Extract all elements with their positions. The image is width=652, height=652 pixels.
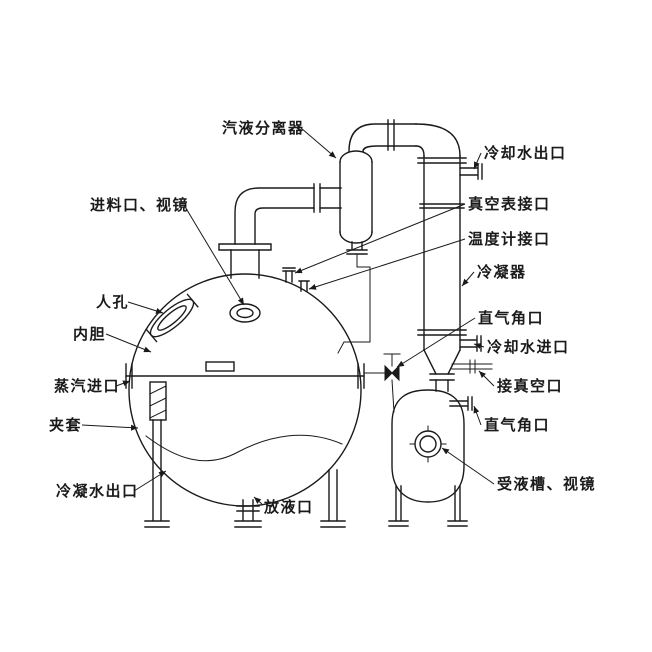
tank-sight-glass [414,430,442,458]
bracket-hatch [149,385,167,419]
leader-condensate-water-outlet [133,470,167,492]
top-pipe-flange [387,119,395,151]
leader-feed-port-sight-glass [183,204,245,306]
leader-inner-liner [105,333,152,353]
label-inner-liner: 内胆 [73,325,106,343]
separator-top-pipe [348,123,417,152]
feed-sight-glass-inner [236,307,254,319]
leader-straight-gas-angle-port-upper [396,317,476,368]
tank-sight-glass-inner [419,435,437,453]
leader-condenser [461,271,475,287]
label-manhole: 人孔 [96,294,129,311]
label-cooling-water-inlet: 冷却水进口 [487,338,570,356]
tank-neck [435,379,449,392]
condenser-bottom-flange [417,329,467,336]
condenser-shell [423,155,461,351]
vessel-right-leg [320,469,346,528]
equipment-artwork [125,119,493,528]
vessel-top-flange [218,243,272,251]
tank-angle-nozzle [449,396,473,411]
leader-drain-port [253,496,263,505]
leader-vacuum-connection-port [478,370,495,387]
leader-manhole [127,301,164,314]
leader-straight-gas-angle-port-lower [473,405,482,426]
nameplate [205,361,235,372]
leader-cooling-water-outlet [473,152,482,170]
label-feed-port-sight-glass: 进料口、视镜 [90,196,189,214]
tank-shell [391,389,465,503]
separator-drain-line [337,253,371,354]
label-thermometer-port: 温度计接口 [468,230,551,248]
cooling-water-outlet-nozzle [459,163,483,180]
leader-receiving-tank-sight-glass [441,447,495,485]
leader-lines [81,127,495,505]
vessel-neck [230,249,260,279]
steam-line-flanges [125,363,365,389]
vapor-liquid-separator [337,119,461,354]
leader-steam-inlet [115,380,131,387]
leader-jacket [81,424,139,431]
condenser-top-flange [417,157,467,164]
label-vapor-liquid-separator: 汽液分离器 [222,119,305,137]
label-straight-gas-angle-port-upper: 直气角口 [478,309,544,327]
leader-thermometer-port [308,238,466,290]
receiving-tank [363,353,473,527]
sight-glass-ticks [409,425,447,463]
label-straight-gas-angle-port-lower: 直气角口 [484,416,550,434]
label-condenser: 冷凝器 [477,263,527,281]
condenser-mid-flange [419,203,465,209]
thermometer-nozzle [298,280,310,292]
condenser-cone [423,349,461,381]
label-receiving-tank-sight-glass: 受液槽、视镜 [497,475,596,493]
drain-pipe [234,499,262,528]
label-jacket: 夹套 [49,416,82,434]
label-cooling-water-outlet: 冷却水出口 [484,144,567,162]
manhole-assembly [145,293,199,343]
label-steam-inlet: 蒸汽进口 [54,377,120,395]
vacuum-connection-pipe [451,359,493,374]
label-drain-port: 放液口 [263,498,314,516]
feed-sight-glass [229,303,261,323]
evaporator-vessel [125,243,365,528]
tank-legs [388,485,468,527]
leader-vacuum-gauge-port [294,203,466,274]
inner-liner-wave [145,434,343,462]
condenser [417,155,493,381]
label-vacuum-connection-port: 接真空口 [497,377,563,395]
label-condensate-water-outlet: 冷凝水出口 [56,482,139,500]
leader-vapor-liquid-separator [300,127,337,159]
vessel-left-leg [144,419,170,528]
support-bracket [149,381,167,421]
top-pipe-elbow [415,123,461,157]
vacuum-gauge-nozzle [282,267,296,283]
cooling-water-inlet-nozzle [459,335,482,352]
label-vacuum-gauge-port: 真空表接口 [468,195,551,213]
leader-cooling-water-inlet [473,343,485,349]
labels: 汽液分离器 冷却水出口 进料口、视镜 真空表接口 温度计接口 冷凝器 人孔 直气… [49,119,596,516]
angle-valve [363,353,401,413]
vapor-pipe [234,183,342,245]
